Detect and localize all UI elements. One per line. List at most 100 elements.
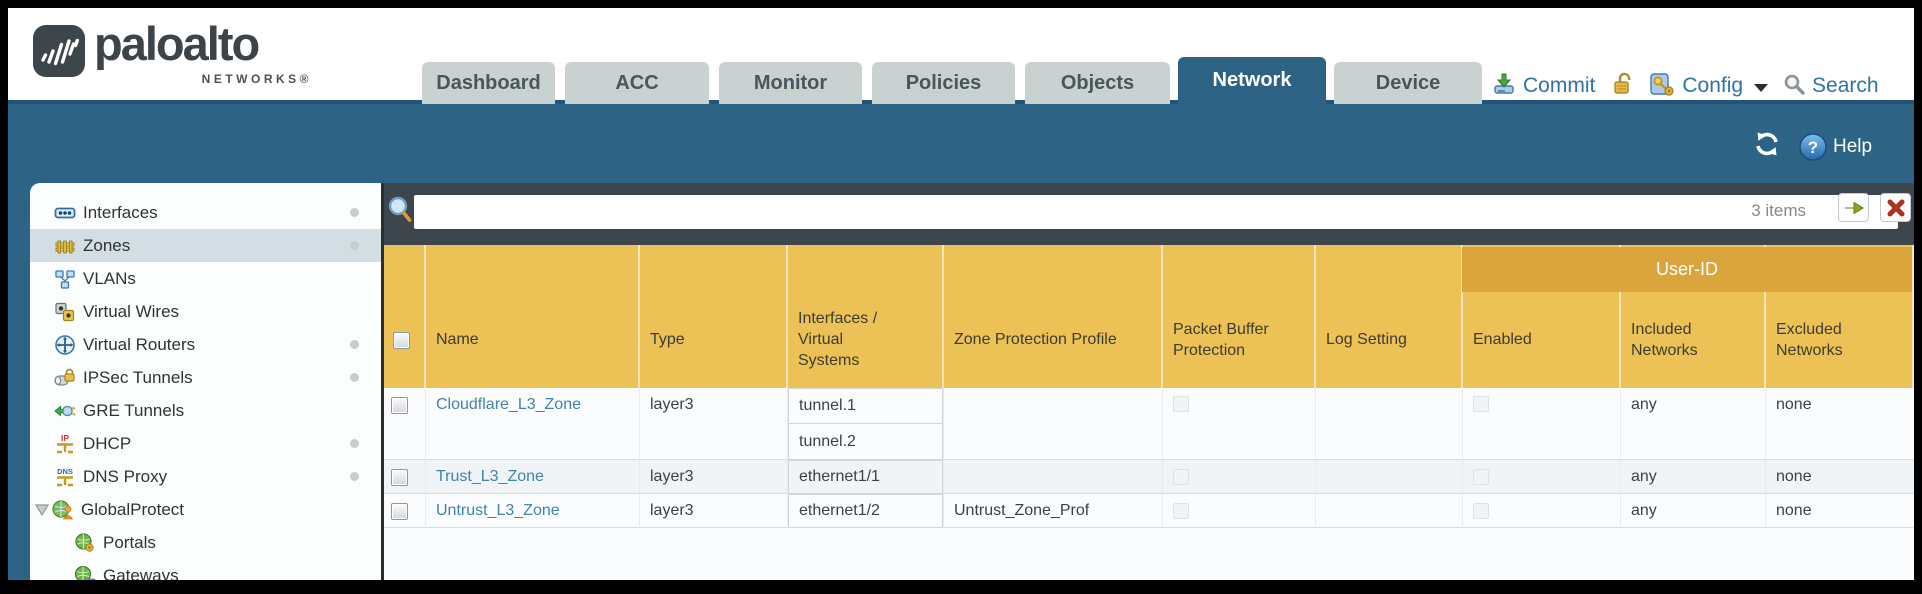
col-header-label: Included Networks xyxy=(1631,320,1698,359)
col-header-type[interactable]: Type xyxy=(640,245,788,388)
zone-protection-cell xyxy=(944,388,1163,460)
commit-button[interactable]: Commit xyxy=(1523,74,1596,97)
interface-item: ethernet1/2 xyxy=(788,494,943,528)
dhcp-icon: IP xyxy=(54,433,76,455)
tab-objects[interactable]: Objects xyxy=(1025,62,1170,104)
sidebar-item-label: GlobalProtect xyxy=(81,499,184,519)
row-checkbox-cell xyxy=(384,388,426,460)
col-header-packet-buffer-protection[interactable]: Packet Buffer Protection xyxy=(1163,245,1316,388)
col-header-label: Enabled xyxy=(1473,331,1532,349)
red-x-icon xyxy=(1887,199,1904,216)
user-id-enabled-cell xyxy=(1463,460,1621,494)
col-header-zone-protection-profile[interactable]: Zone Protection Profile xyxy=(944,245,1163,388)
sidebar-item-globalprotect[interactable]: GlobalProtect xyxy=(30,493,381,526)
virtual-wires-icon xyxy=(54,301,76,323)
zone-name-link[interactable]: Untrust_L3_Zone xyxy=(436,502,560,519)
svg-text:DNS: DNS xyxy=(57,467,73,476)
enabled-checkbox[interactable] xyxy=(1473,469,1489,485)
sidebar-item-label: GRE Tunnels xyxy=(83,400,185,420)
sidebar-item-interfaces[interactable]: Interfaces xyxy=(30,196,381,229)
col-header-excluded-networks[interactable]: Excluded Networks xyxy=(1766,245,1914,388)
brand-subtitle: NETWORKS® xyxy=(201,72,312,86)
col-header-interfaces[interactable]: Interfaces / Virtual Systems xyxy=(788,245,944,388)
sidebar-item-gre-tunnels[interactable]: GRE Tunnels xyxy=(30,394,381,427)
zone-type-cell: layer3 xyxy=(640,494,788,528)
row-checkbox[interactable] xyxy=(391,397,408,414)
config-caret-icon[interactable] xyxy=(1754,84,1769,92)
enabled-checkbox[interactable] xyxy=(1473,396,1489,412)
zones-icon xyxy=(54,235,76,257)
select-all-checkbox[interactable] xyxy=(393,332,410,349)
col-header-label: Zone Protection Profile xyxy=(954,331,1117,349)
globalprotect-icon xyxy=(52,499,74,521)
sidebar-item-vlans[interactable]: VLANs xyxy=(30,262,381,295)
excluded-networks-cell: none xyxy=(1776,502,1812,519)
col-header-name[interactable]: Name xyxy=(426,245,640,388)
sidebar-item-ipsec-tunnels[interactable]: IPSec Tunnels xyxy=(30,361,381,394)
tab-network[interactable]: Network xyxy=(1178,57,1326,104)
tab-label: Monitor xyxy=(753,71,828,94)
clear-filter-button[interactable] xyxy=(1880,193,1911,222)
included-networks-cell: any xyxy=(1621,388,1766,460)
tab-dashboard[interactable]: Dashboard xyxy=(422,62,555,104)
tab-label: ACC xyxy=(615,71,659,94)
zone-name-link[interactable]: Cloudflare_L3_Zone xyxy=(436,396,581,413)
packet-buffer-checkbox[interactable] xyxy=(1173,503,1189,519)
table-row: Trust_L3_Zone layer3 ethernet1/1 any non… xyxy=(384,460,1914,494)
tab-policies[interactable]: Policies xyxy=(872,62,1015,104)
col-header-included-networks[interactable]: Included Networks xyxy=(1621,245,1766,388)
sidebar-item-gateways[interactable]: Gateways xyxy=(30,559,381,580)
help-label: Help xyxy=(1833,135,1873,157)
gateways-icon xyxy=(74,565,96,580)
zones-panel: 3 items Name Type Interfaces / Virtual S… xyxy=(381,183,1914,580)
tab-label: Network xyxy=(1212,69,1292,91)
interfaces-cell: ethernet1/1 xyxy=(788,460,944,494)
tab-device[interactable]: Device xyxy=(1334,62,1482,104)
svg-text:?: ? xyxy=(1808,138,1818,157)
sidebar-item-dns-proxy[interactable]: DNS DNS Proxy xyxy=(30,460,381,493)
packet-buffer-cell xyxy=(1163,460,1316,494)
sidebar-item-dhcp[interactable]: IP DHCP xyxy=(30,427,381,460)
sidebar-item-label: Virtual Routers xyxy=(83,334,196,354)
col-header-label: Interfaces / Virtual Systems xyxy=(798,310,878,369)
interface-item: tunnel.2 xyxy=(788,423,943,460)
tab-label: Objects xyxy=(1060,71,1135,94)
packet-buffer-checkbox[interactable] xyxy=(1173,396,1189,412)
search-button[interactable]: Search xyxy=(1812,74,1879,97)
sidebar-item-label: VLANs xyxy=(83,268,136,288)
item-dot xyxy=(350,439,359,448)
apply-filter-button[interactable] xyxy=(1838,193,1869,222)
virtual-routers-icon xyxy=(54,334,76,356)
help-icon: ? xyxy=(1799,132,1827,161)
row-checkbox[interactable] xyxy=(391,468,408,486)
sidebar-item-portals[interactable]: Portals xyxy=(30,526,381,559)
col-header-log-setting[interactable]: Log Setting xyxy=(1316,245,1463,388)
tab-acc[interactable]: ACC xyxy=(565,62,709,104)
sidebar-list: Interfaces Zones VLANs Vir xyxy=(30,196,381,580)
banner-tools: ? Help xyxy=(1752,130,1872,163)
packet-buffer-checkbox[interactable] xyxy=(1173,469,1189,485)
app-window: paloalto NETWORKS® Dashboard ACC Monitor… xyxy=(8,8,1914,580)
table-body: Cloudflare_L3_Zone layer3 tunnel.1 tunne… xyxy=(384,388,1914,528)
help-button[interactable]: ? Help xyxy=(1798,132,1872,162)
refresh-icon[interactable] xyxy=(1752,130,1782,163)
enabled-checkbox[interactable] xyxy=(1473,503,1489,519)
sidebar-item-label: Virtual Wires xyxy=(83,301,180,321)
row-checkbox[interactable] xyxy=(391,502,408,520)
filter-input[interactable] xyxy=(414,195,1898,229)
tab-monitor[interactable]: Monitor xyxy=(719,62,862,104)
table-header: Name Type Interfaces / Virtual Systems Z… xyxy=(384,245,1914,388)
network-sidebar: Interfaces Zones VLANs Vir xyxy=(30,183,381,580)
config-button[interactable]: Config xyxy=(1682,74,1744,97)
zone-name-link[interactable]: Trust_L3_Zone xyxy=(436,468,544,485)
sidebar-item-zones[interactable]: Zones xyxy=(30,229,381,262)
expander-triangle-icon[interactable] xyxy=(34,502,49,517)
sidebar-item-label: Interfaces xyxy=(83,202,158,222)
user-id-enabled-cell xyxy=(1463,494,1621,528)
lock-icon xyxy=(1612,72,1634,101)
col-header-enabled[interactable]: Enabled xyxy=(1463,245,1621,388)
sidebar-item-virtual-routers[interactable]: Virtual Routers xyxy=(30,328,381,361)
sidebar-item-virtual-wires[interactable]: Virtual Wires xyxy=(30,295,381,328)
green-arrow-icon xyxy=(1844,201,1864,214)
table-row: Cloudflare_L3_Zone layer3 tunnel.1 tunne… xyxy=(384,388,1914,460)
